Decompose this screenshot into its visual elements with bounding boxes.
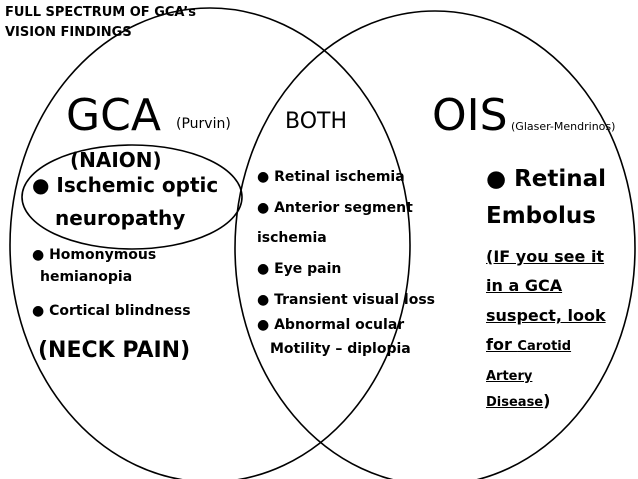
gca-author: (Purvin) (176, 116, 231, 132)
both-title: BOTH (285, 109, 348, 134)
ois-note-line-4: for Carotid (486, 335, 572, 354)
gca-title: GCA (66, 90, 161, 141)
ois-note-for: for (486, 335, 518, 354)
anterior-segment-line-2: ischemia (257, 230, 327, 246)
retinal-ischemia: ● Retinal ischemia (257, 169, 405, 185)
ois-author: (Glaser-Mendrinos) (511, 120, 616, 133)
transient-visual-loss: ● Transient visual loss (257, 292, 436, 308)
homonymous-line-1: ● Homonymous (32, 247, 157, 263)
gca-circle (9, 7, 411, 479)
abnormal-ocular-line-2: Motility – diplopia (270, 341, 411, 357)
ois-circle (234, 10, 636, 479)
ischemic-optic-line-1: ● Ischemic optic (32, 173, 219, 197)
abnormal-ocular-line-1: ● Abnormal ocular (257, 317, 405, 333)
ois-note-line-1: (IF you see it (486, 247, 605, 266)
header-line-1: FULL SPECTRUM OF GCA’s (5, 5, 196, 20)
ois-note-line-6: Disease) (486, 391, 551, 410)
ois-title: OIS (432, 90, 508, 141)
header-line-2: VISION FINDINGS (5, 25, 132, 40)
naion-ellipse (21, 144, 243, 250)
retinal-label: ● Retinal (486, 166, 607, 192)
homonymous-line-2: hemianopia (40, 269, 133, 285)
eye-pain: ● Eye pain (257, 261, 342, 277)
ischemic-optic-line-2: neuropathy (55, 206, 186, 230)
ois-note-line-3: suspect, look (486, 306, 606, 325)
embolus-label: Embolus (486, 203, 596, 229)
neck-pain: (NECK PAIN) (38, 338, 191, 363)
ois-note-disease: Disease (486, 395, 544, 410)
ois-note-line-2: in a GCA (486, 276, 563, 295)
cortical-blindness: ● Cortical blindness (32, 303, 191, 319)
ois-note-line-5: Artery (486, 369, 533, 384)
ois-note-close-paren: ) (543, 391, 551, 410)
anterior-segment-line-1: ● Anterior segment (257, 200, 413, 216)
naion-label: (NAION) (70, 148, 162, 172)
ois-note-carotid: Carotid (517, 339, 572, 354)
